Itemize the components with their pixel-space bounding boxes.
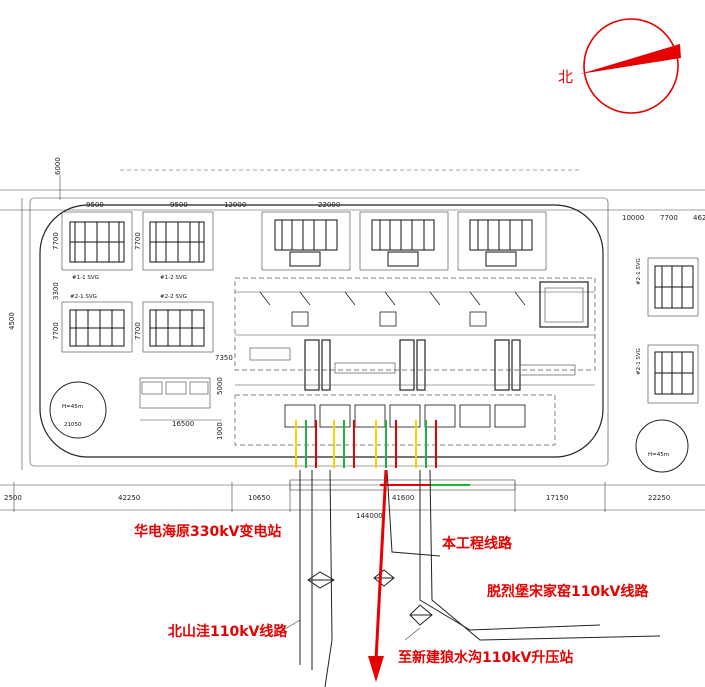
svg-block-right-1: #2-1 SVG (636, 257, 699, 317)
dim-bottom-0: 2500 (4, 494, 22, 502)
dim-left-4: 5000 (216, 377, 224, 395)
main-transformer-3 (457, 211, 547, 271)
dim-left-1: 3300 (52, 282, 60, 300)
label-tuoliebao-line: 脱烈堡宋家窑110kV线路 (487, 583, 649, 600)
dim-left-5: 16500 (172, 420, 194, 428)
svg-label-right-2: #2-1 SVG (636, 348, 642, 375)
dim-left-9: 7700 (134, 232, 142, 250)
station-boundary (39, 204, 604, 458)
pool-right: H=45m (635, 419, 689, 473)
dim-bottom-1: 42250 (118, 494, 140, 502)
north-arrow-icon (580, 44, 681, 74)
label-langshuigou-line: 至新建狼水沟110kV升压站 (398, 649, 573, 666)
dim-left-7: 1000 (216, 422, 224, 440)
outgoing-bays (234, 394, 556, 468)
dim-top-7: 462 (693, 214, 705, 222)
aux-buildings (139, 377, 222, 421)
dim-left-10: 7700 (134, 322, 142, 340)
dim-bottom-5: 22250 (648, 494, 670, 502)
dim-bottom-6: 144000 (356, 512, 383, 520)
dim-bottom-2: 10650 (248, 494, 270, 502)
project-line-arrow (368, 469, 388, 682)
svg-label-right-1: #2-1 SVG (636, 258, 642, 285)
dim-left-6: 21050 (64, 422, 82, 428)
transmission-lines (279, 469, 661, 687)
dim-left-2: 7700 (52, 322, 60, 340)
label-project-line: 本工程线路 (442, 535, 513, 552)
arrow-down-icon (368, 656, 384, 682)
label-beishanwa-line: 北山洼110kV线路 (168, 623, 288, 640)
dim-left-8: 7350 (215, 354, 233, 362)
bottom-dimension-line: 2500 42250 10650 41600 17150 22250 14400… (0, 479, 705, 520)
dim-left-0: 7700 (52, 232, 60, 250)
switchyard (234, 277, 596, 391)
dim-bottom-3: 41600 (392, 494, 414, 502)
dim-top-6: 7700 (660, 214, 678, 222)
label-substation: 华电海原330kV变电站 (134, 523, 281, 540)
dim-bottom-4: 17150 (546, 494, 568, 502)
main-transformer-1 (261, 211, 351, 271)
pool-left-label: H=45m (62, 404, 83, 410)
dim-left-3: 4500 (8, 312, 16, 330)
dim-top-0: 6000 (54, 157, 62, 175)
north-compass: 北 (558, 18, 681, 114)
svg-block-right-2: #2-1 SVG (636, 344, 699, 404)
pool-right-label: H=45m (648, 452, 669, 458)
pool-left: H=45m 21050 (49, 381, 107, 439)
main-transformer-2 (359, 211, 449, 271)
dim-top-5: 10000 (622, 214, 644, 222)
north-label: 北 (558, 68, 573, 86)
